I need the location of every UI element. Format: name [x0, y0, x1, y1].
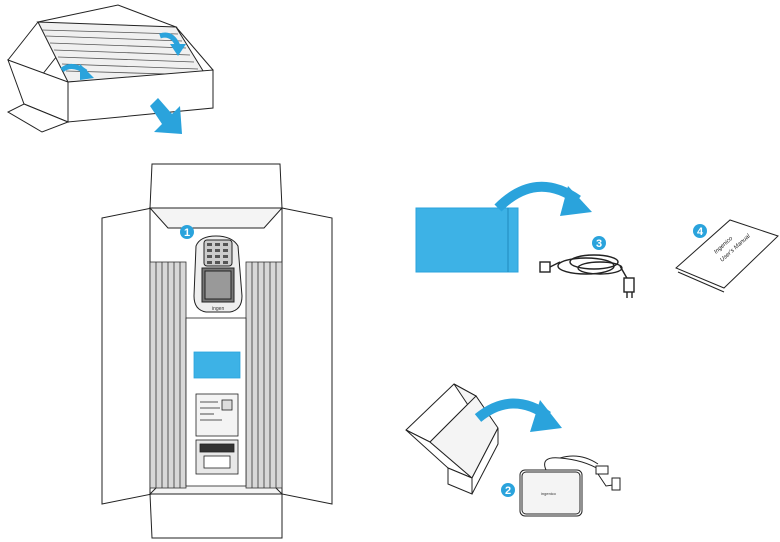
- opened-box-top: [6, 4, 214, 133]
- svg-text:4: 4: [697, 226, 704, 238]
- insert-tray: [185, 317, 247, 487]
- foam-left: [149, 261, 187, 489]
- curved-arrow-icon: [60, 64, 94, 80]
- power-cable: [539, 254, 635, 298]
- step-3-badge: 3: [592, 236, 606, 250]
- svg-text:3: 3: [596, 238, 602, 250]
- curved-arrow-icon: [494, 181, 592, 216]
- adapter-box: [405, 383, 499, 495]
- payment-terminal: [193, 235, 243, 313]
- svg-text:2: 2: [505, 485, 511, 497]
- user-manual: [675, 219, 779, 293]
- terminal-brand-mark: ingen: [212, 306, 224, 312]
- protective-bag: [415, 207, 519, 273]
- adapter-brand-mark: ingenico: [541, 491, 557, 496]
- step-2-badge: 2: [501, 483, 515, 497]
- step-1-badge: 1: [180, 225, 194, 239]
- foam-right: [245, 261, 283, 489]
- curved-arrow-icon: [159, 32, 186, 56]
- svg-text:1: 1: [184, 227, 190, 239]
- step-4-badge: 4: [693, 224, 707, 238]
- down-arrow-icon: [150, 98, 182, 134]
- curved-arrow-icon: [474, 398, 562, 432]
- power-adapter: [519, 455, 621, 517]
